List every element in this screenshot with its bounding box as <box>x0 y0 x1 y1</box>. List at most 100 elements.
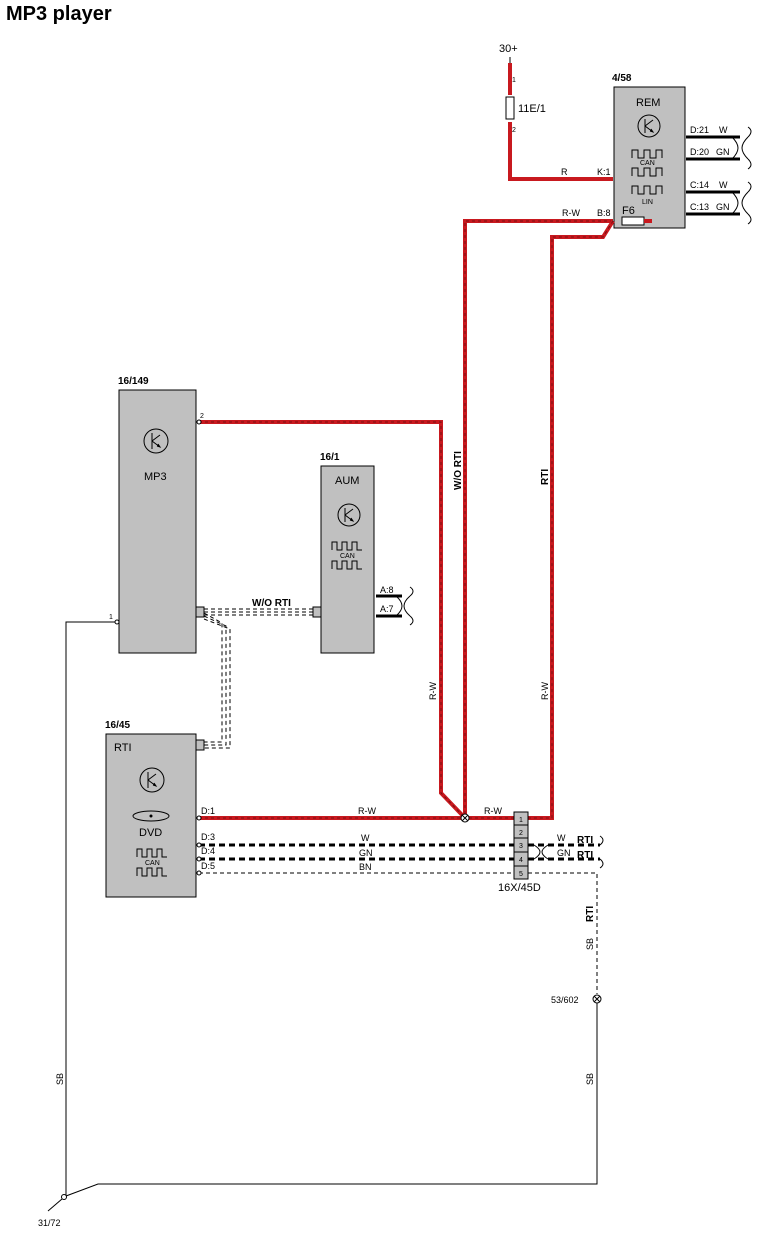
rti-pin-d4: D:4 <box>201 846 215 856</box>
ground-point <box>47 1194 67 1212</box>
fuse-pin-2: 2 <box>512 127 516 134</box>
wire-bn-label: BN <box>359 862 372 872</box>
connector-rti-2: RTI <box>577 850 593 861</box>
wire-gn-label: GN <box>359 848 373 858</box>
splice-point <box>460 813 470 823</box>
wire-mp3-ground <box>65 621 117 1196</box>
rti-pin-d1-terminal <box>196 815 202 821</box>
connector-pin-2: 2 <box>519 830 523 837</box>
rem-name: REM <box>636 97 660 109</box>
wire-r-label: R <box>561 167 568 177</box>
label-rw-vertical-1: R-W <box>428 682 438 700</box>
rti-pin-d5-terminal <box>196 870 202 876</box>
rti-pin-d1: D:1 <box>201 806 215 816</box>
splice-53-602 <box>592 994 602 1004</box>
rem-transistor-icon <box>637 114 661 138</box>
rem-pin-d21: D:21 <box>690 125 709 135</box>
mp3-pin-1: 1 <box>109 614 113 621</box>
wire-wo-rti <box>463 219 613 818</box>
label-rti-vertical: RTI <box>540 469 551 485</box>
wire-sb-ground <box>65 1003 598 1197</box>
label-sb-left: SB <box>55 1073 65 1085</box>
rti-transistor-icon <box>139 767 165 793</box>
fuse-11e1 <box>505 96 515 120</box>
shielded-cable-mp3-rti <box>195 612 231 751</box>
connector-pin-5: 5 <box>519 871 523 878</box>
rem-fuse-f6 <box>621 216 645 226</box>
rem-can-icon <box>631 149 663 177</box>
connector-16x45d <box>513 811 529 880</box>
rem-pin-c13: C:13 <box>690 202 709 212</box>
rem-wire-w-1: W <box>719 125 728 135</box>
power-supply-label: 30+ <box>499 43 518 55</box>
label-wo-rti-horizontal: W/O RTI <box>252 598 291 609</box>
ground-id: 31/72 <box>38 1218 61 1228</box>
mp3-pin-1-terminal <box>114 619 120 625</box>
rem-pin-d20: D:20 <box>690 147 709 157</box>
wire-rw-label-2: R-W <box>484 806 502 816</box>
connector-wire-gn: GN <box>557 848 571 858</box>
rti-pin-d3: D:3 <box>201 832 215 842</box>
aum-bus-outputs <box>376 586 414 626</box>
rem-fuse-label: F6 <box>622 205 635 217</box>
label-sb-right: SB <box>585 1073 595 1085</box>
rem-wire-gn-2: GN <box>716 202 730 212</box>
label-rti-sb-branch: RTI <box>585 906 596 922</box>
rem-bus-outputs <box>686 126 752 225</box>
rti-name: RTI <box>114 742 132 754</box>
label-wo-rti-vertical: W/O RTI <box>453 451 464 490</box>
rem-pin-k1: K:1 <box>597 167 611 177</box>
connector-pin-4: 4 <box>519 857 523 864</box>
splice-id: 53/602 <box>551 995 579 1005</box>
rem-lin-icon <box>631 185 663 195</box>
rti-pin-d5: D:5 <box>201 861 215 871</box>
rem-wire-gn-1: GN <box>716 147 730 157</box>
wire-mp3-power <box>199 420 467 820</box>
aum-id: 16/1 <box>320 452 340 463</box>
mp3-module <box>118 389 197 654</box>
rem-lin-label: LIN <box>642 199 653 206</box>
wire-rw-label-1: R-W <box>358 806 376 816</box>
dvd-disc-icon <box>132 810 170 822</box>
rem-wire-w-2: W <box>719 180 728 190</box>
aum-transistor-icon <box>337 503 361 527</box>
wire-rti <box>514 219 615 820</box>
shielded-cable-mp3-aum <box>195 606 322 618</box>
mp3-name: MP3 <box>144 471 167 483</box>
rem-id: 4/58 <box>612 73 632 84</box>
rem-pin-b8: B:8 <box>597 208 611 218</box>
wire-r-to-rem <box>508 122 613 181</box>
connector-pin-3: 3 <box>519 843 523 850</box>
aum-pin-a8: A:8 <box>380 585 394 595</box>
aum-module <box>320 465 375 654</box>
aum-can-icon <box>331 541 362 570</box>
rem-wire-rw-label: R-W <box>562 208 580 218</box>
mp3-pin-2: 2 <box>200 413 204 420</box>
label-sb-dashed: SB <box>585 938 595 950</box>
mp3-transistor-icon <box>143 428 169 454</box>
label-rw-vertical-2: R-W <box>540 682 550 700</box>
connector-bus-outputs <box>528 835 604 869</box>
connector-wire-w: W <box>557 833 566 843</box>
rti-dvd-label: DVD <box>139 827 162 839</box>
connector-rti-1: RTI <box>577 835 593 846</box>
mp3-pin-2-terminal <box>196 419 202 425</box>
wire-sb-rti <box>528 872 598 994</box>
rti-id: 16/45 <box>105 720 130 731</box>
aum-can-label: CAN <box>340 553 355 560</box>
rti-pin-d3-terminal <box>196 842 202 848</box>
connector-pin-1: 1 <box>519 817 523 824</box>
rti-can-label: CAN <box>145 860 160 867</box>
rem-can-label: CAN <box>640 160 655 167</box>
rem-pin-c14: C:14 <box>690 180 709 190</box>
rti-pin-d4-terminal <box>196 856 202 862</box>
fuse-pin-1: 1 <box>512 77 516 84</box>
rti-can-icon <box>136 848 167 877</box>
connector-id: 16X/45D <box>498 882 541 894</box>
aum-name: AUM <box>335 475 359 487</box>
mp3-id: 16/149 <box>118 376 149 387</box>
page-title: MP3 player <box>6 3 112 25</box>
fuse-label: 11E/1 <box>518 103 546 115</box>
wire-w-label: W <box>361 833 370 843</box>
